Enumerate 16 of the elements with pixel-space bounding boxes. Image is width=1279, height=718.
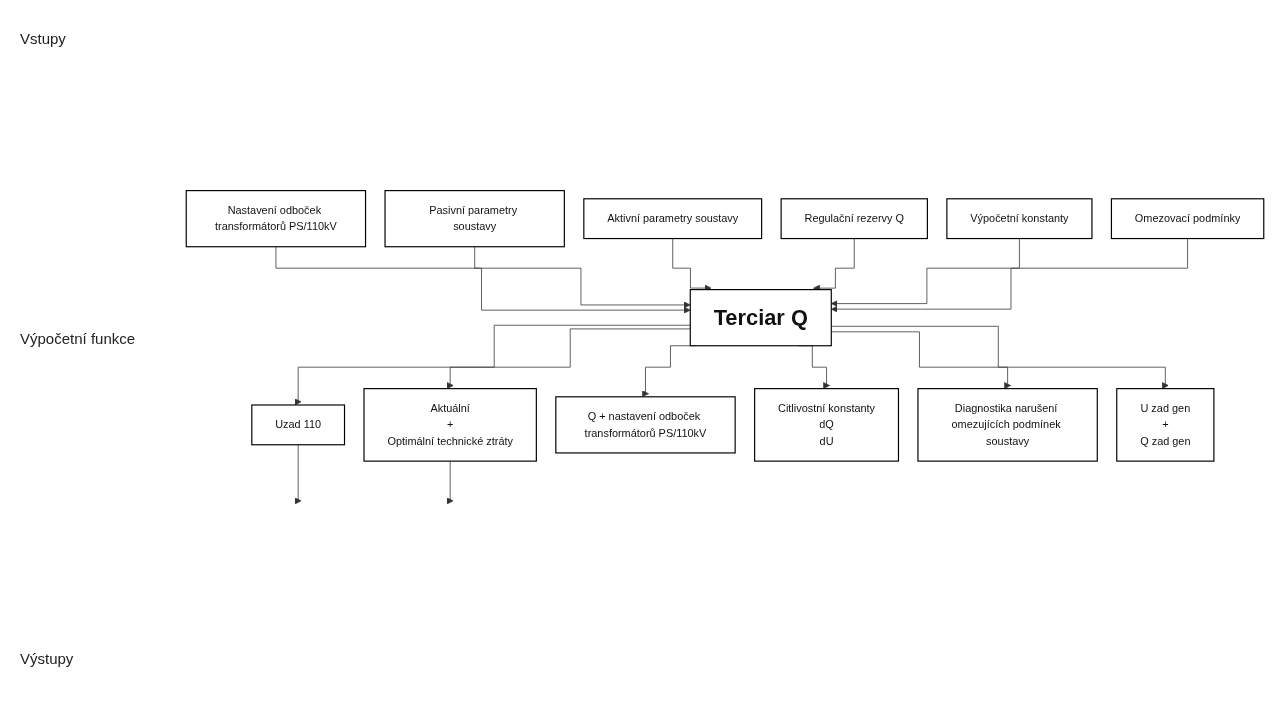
- node-box: Terciar Q: [689, 289, 832, 347]
- node-box: Citlivostní konstanty dQ dU: [754, 388, 900, 462]
- section-label: Výstupy: [20, 650, 74, 667]
- section-label: Výpočetní funkce: [20, 330, 136, 347]
- node-box: Aktuální + Optimální technické ztráty: [363, 388, 537, 462]
- node-box: Aktivní parametry soustavy: [583, 198, 763, 240]
- node-box: U zad gen + Q zad gen: [1116, 388, 1215, 462]
- node-box: Omezovací podmínky: [1110, 198, 1265, 240]
- node-box: Q + nastavení odboček transformátorů PS/110kV: [555, 396, 736, 454]
- node-box: Výpočetní konstanty: [946, 198, 1093, 240]
- node-box: Nastavení odboček transformátorů PS/110kV: [185, 190, 367, 248]
- node-box: Diagnostika narušení omezujících podmínek soustavy: [917, 388, 1098, 462]
- node-box: Regulační rezervy Q: [780, 198, 928, 240]
- section-label: Vstupy: [20, 30, 66, 47]
- node-box: Uzad 110: [251, 404, 346, 446]
- node-box: Pasivní parametry soustavy: [384, 190, 565, 248]
